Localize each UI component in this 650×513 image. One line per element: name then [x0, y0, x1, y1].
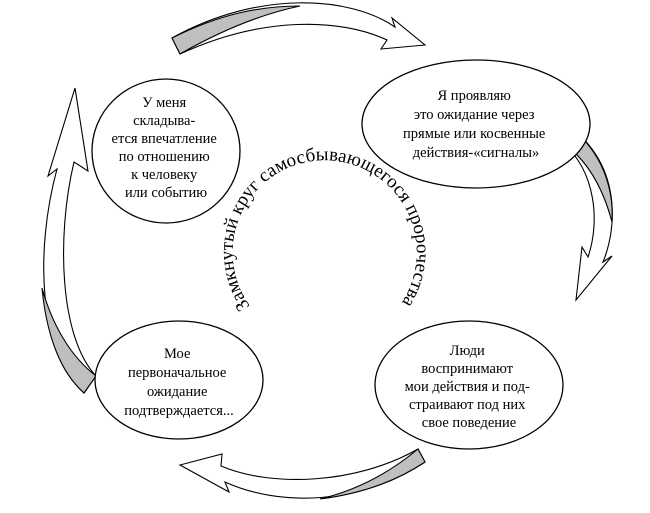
node-bottom-right-line: свое поведение — [422, 415, 516, 431]
node-top-right-line: действия-«сигналы» — [413, 145, 539, 161]
node-top-left-line: к человеку — [131, 167, 198, 183]
node-top-right-line: прямые или косвенные — [403, 126, 545, 142]
svg-text:Я проявляю это ожидание: Я проявляю это ожидание через прямые или… — [403, 88, 549, 161]
arrow-top-shade — [171, 5, 301, 55]
node-bottom-left-line: первоначальное — [128, 365, 226, 381]
node-top-left-line: У меня — [142, 95, 186, 111]
node-bottom-right-line: воспринимают — [421, 361, 513, 377]
node-top-right-line: Я проявляю — [438, 88, 512, 104]
node-bottom-left-line: ожидание — [147, 384, 207, 400]
node-bottom-right-line: страивают под них — [409, 397, 526, 413]
node-top-left-line: или событию — [125, 185, 207, 201]
node-bottom-right-line: мои действия и под- — [405, 379, 530, 395]
node-top-left-ellipse — [91, 78, 241, 224]
node-top-right-line: это ожидание через — [414, 107, 535, 123]
node-bottom-right-ellipse — [374, 320, 564, 450]
svg-text:Люди воспринимают: Люди воспринимают мои действия и под- ст… — [405, 343, 534, 431]
svg-text:Мое первоначальное: Мое первоначальное ожидание подтверждает… — [124, 346, 234, 419]
node-top-left-line: складыва- — [133, 113, 195, 129]
node-bottom-left-ellipse — [94, 320, 264, 440]
node-top-left-line: ется впечатление — [112, 131, 217, 147]
node-top-right: Я проявляю это ожидание через прямые или… — [361, 59, 591, 189]
arrow-left-shade — [41, 287, 97, 394]
node-top-left: У меня складыва- ется впечатление по отн… — [91, 78, 241, 224]
node-top-right-ellipse — [361, 59, 591, 189]
node-bottom-right: Люди воспринимают мои действия и под- ст… — [374, 320, 564, 450]
node-bottom-left: Мое первоначальное ожидание подтверждает… — [94, 320, 264, 440]
arrow-bottom-shade — [319, 448, 426, 500]
node-bottom-right-line: Люди — [450, 343, 485, 359]
svg-text:У меня складыва- е: У меня складыва- ется впечатление по отн… — [112, 95, 221, 201]
arrow-left — [43, 87, 97, 394]
node-top-left-line: по отношению — [119, 149, 210, 165]
node-bottom-left-line: подтверждается... — [124, 403, 234, 419]
node-bottom-left-line: Мое — [164, 346, 190, 362]
